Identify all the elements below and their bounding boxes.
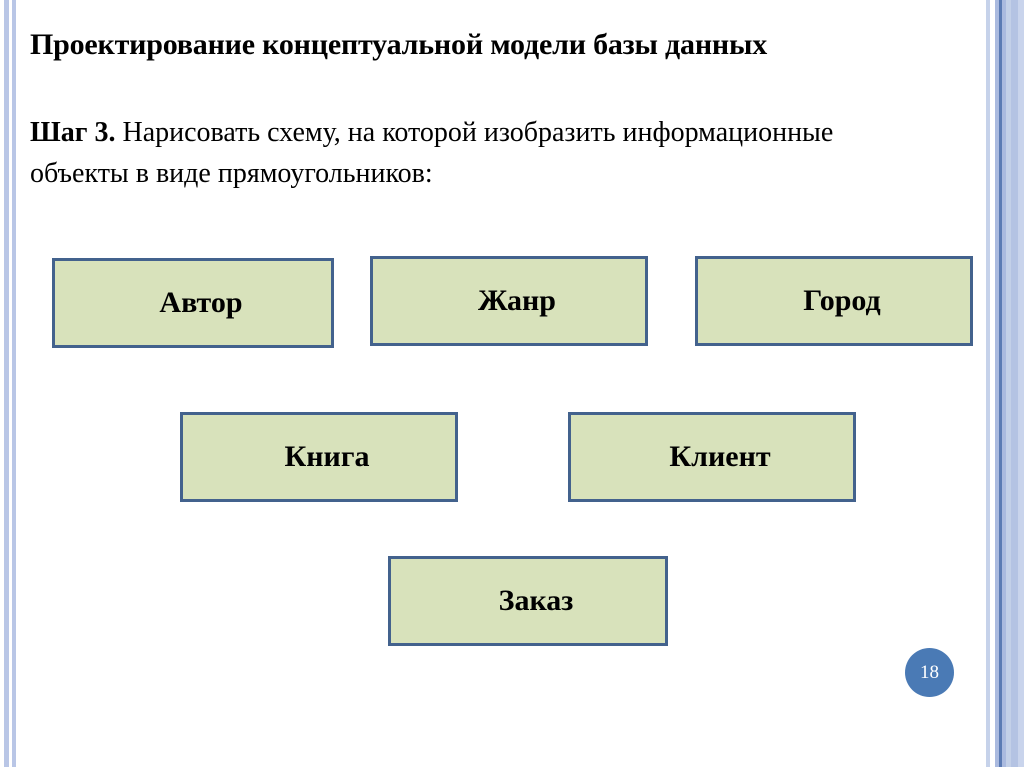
right-decorative-stripe (980, 0, 1024, 767)
entity-box-zakaz[interactable]: Заказ (388, 556, 668, 646)
entity-box-zhanr[interactable]: Жанр (370, 256, 648, 346)
entity-label: Город (803, 284, 881, 317)
entity-box-avtor[interactable]: Автор (52, 258, 334, 348)
entity-box-kniga[interactable]: Книга (180, 412, 458, 502)
entity-label: Жанр (478, 284, 556, 317)
entity-box-gorod[interactable]: Город (695, 256, 973, 346)
entity-label: Клиент (669, 440, 771, 473)
entity-box-klient[interactable]: Клиент (568, 412, 856, 502)
slide-body-text: Шаг 3. Нарисовать схему, на которой изоб… (30, 112, 930, 194)
step-label: Шаг 3. (30, 117, 116, 148)
entity-label: Автор (159, 286, 243, 319)
step-description: Нарисовать схему, на которой изобразить … (30, 117, 834, 189)
entity-label: Заказ (498, 584, 574, 617)
page-number-badge: 18 (905, 648, 954, 697)
entity-label: Книга (284, 440, 370, 473)
slide-title: Проектирование концептуальной модели баз… (30, 28, 768, 61)
page-number: 18 (920, 662, 939, 683)
left-decorative-stripe (0, 0, 24, 767)
